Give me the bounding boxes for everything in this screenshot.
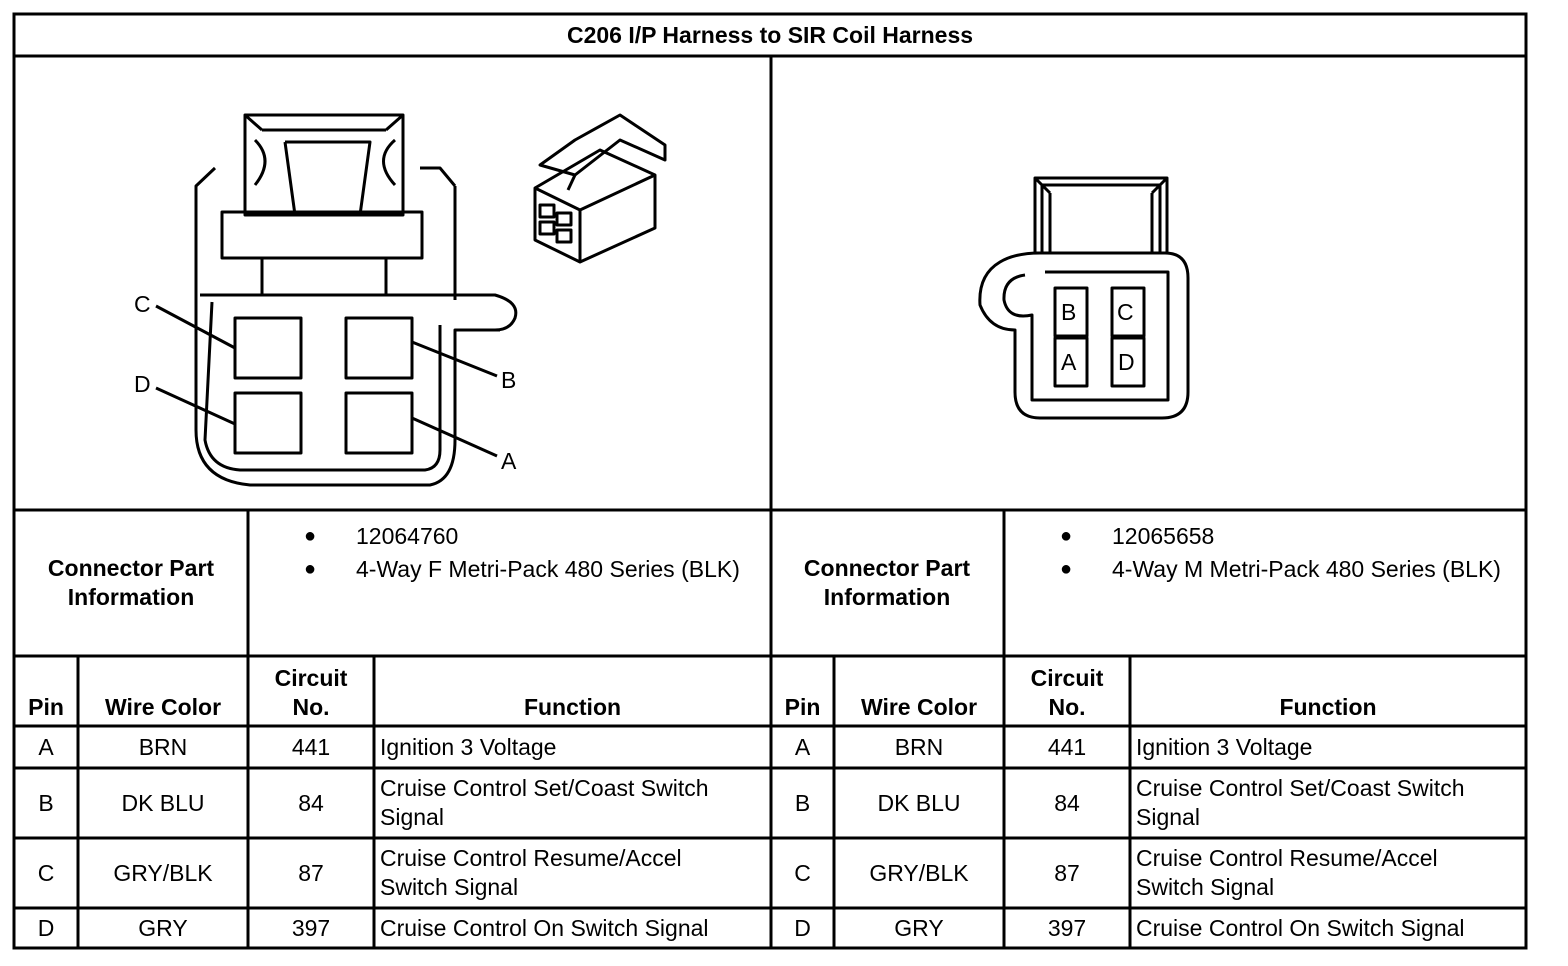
bullet-icon: ● [1060, 558, 1073, 580]
bullet-icon: ● [1060, 525, 1073, 547]
pin-callout-b: B [501, 367, 517, 393]
pin-cell: D [37, 915, 55, 941]
header-function: Function [523, 694, 622, 720]
pin-cell: B [794, 789, 811, 816]
part-description-right: 4-Way M Metri-Pack 480 Series (BLK) [1112, 556, 1501, 582]
circuit-cell: 397 [1047, 915, 1087, 941]
function-cell: Cruise Control On Switch Signal [380, 915, 709, 941]
header-pin: Pin [784, 694, 821, 720]
pin-cell: C [37, 859, 55, 886]
circuit-cell: 441 [291, 733, 331, 760]
bullet-icon: ● [304, 558, 317, 580]
circuit-cell: 397 [291, 915, 331, 941]
function-cell: Cruise Control Resume/Accel Switch Signa… [1136, 845, 1438, 900]
pin-cell: C [794, 859, 811, 886]
connector-part-label-left: Connector Part Information [47, 555, 215, 610]
wire-color-cell: BRN [894, 733, 944, 760]
wire-color-cell: GRY/BLK [113, 859, 213, 886]
function-cell: Ignition 3 Voltage [380, 733, 557, 760]
page-title: C206 I/P Harness to SIR Coil Harness [566, 22, 974, 48]
header-function: Function [1279, 694, 1377, 720]
pin-cell: B [38, 789, 54, 816]
wire-color-cell: GRY/BLK [869, 859, 969, 886]
wire-color-cell: GRY [894, 915, 944, 941]
wire-color-cell: DK BLU [121, 789, 205, 816]
cavity-label-d: D [1118, 349, 1135, 375]
header-pin: Pin [28, 694, 64, 720]
circuit-cell: 84 [1054, 789, 1080, 816]
connector-part-label-right: Connector Part Information [803, 555, 971, 610]
pin-cell: A [794, 733, 811, 760]
part-description-left: 4-Way F Metri-Pack 480 Series (BLK) [356, 556, 740, 582]
pin-callout-c: C [134, 291, 151, 317]
circuit-cell: 87 [298, 859, 324, 886]
function-cell: Cruise Control Set/Coast Switch Signal [380, 775, 709, 830]
part-number-left: 12064760 [356, 523, 459, 549]
function-cell: Ignition 3 Voltage [1136, 733, 1313, 760]
pin-cell: D [794, 915, 811, 941]
cavity-label-a: A [1061, 349, 1077, 375]
pin-callout-d: D [134, 371, 151, 397]
header-circuit-no: Circuit No. [274, 665, 348, 720]
pin-callout-a: A [501, 448, 517, 474]
wire-color-cell: BRN [138, 733, 188, 760]
header-circuit-no: Circuit No. [1030, 665, 1104, 720]
header-wire-color: Wire Color [104, 694, 222, 720]
circuit-cell: 441 [1047, 733, 1087, 760]
cavity-label-b: B [1061, 299, 1077, 325]
wire-color-cell: DK BLU [877, 789, 961, 816]
circuit-cell: 84 [298, 789, 324, 816]
header-wire-color: Wire Color [860, 694, 978, 720]
function-cell: Cruise Control On Switch Signal [1136, 915, 1465, 941]
circuit-cell: 87 [1054, 859, 1080, 886]
part-number-right: 12065658 [1112, 523, 1215, 549]
cavity-label-c: C [1117, 299, 1134, 325]
pin-cell: A [38, 733, 54, 760]
wire-color-cell: GRY [138, 915, 188, 941]
function-cell: Cruise Control Resume/Accel Switch Signa… [380, 845, 682, 900]
function-cell: Cruise Control Set/Coast Switch Signal [1136, 775, 1465, 830]
bullet-icon: ● [304, 525, 317, 547]
